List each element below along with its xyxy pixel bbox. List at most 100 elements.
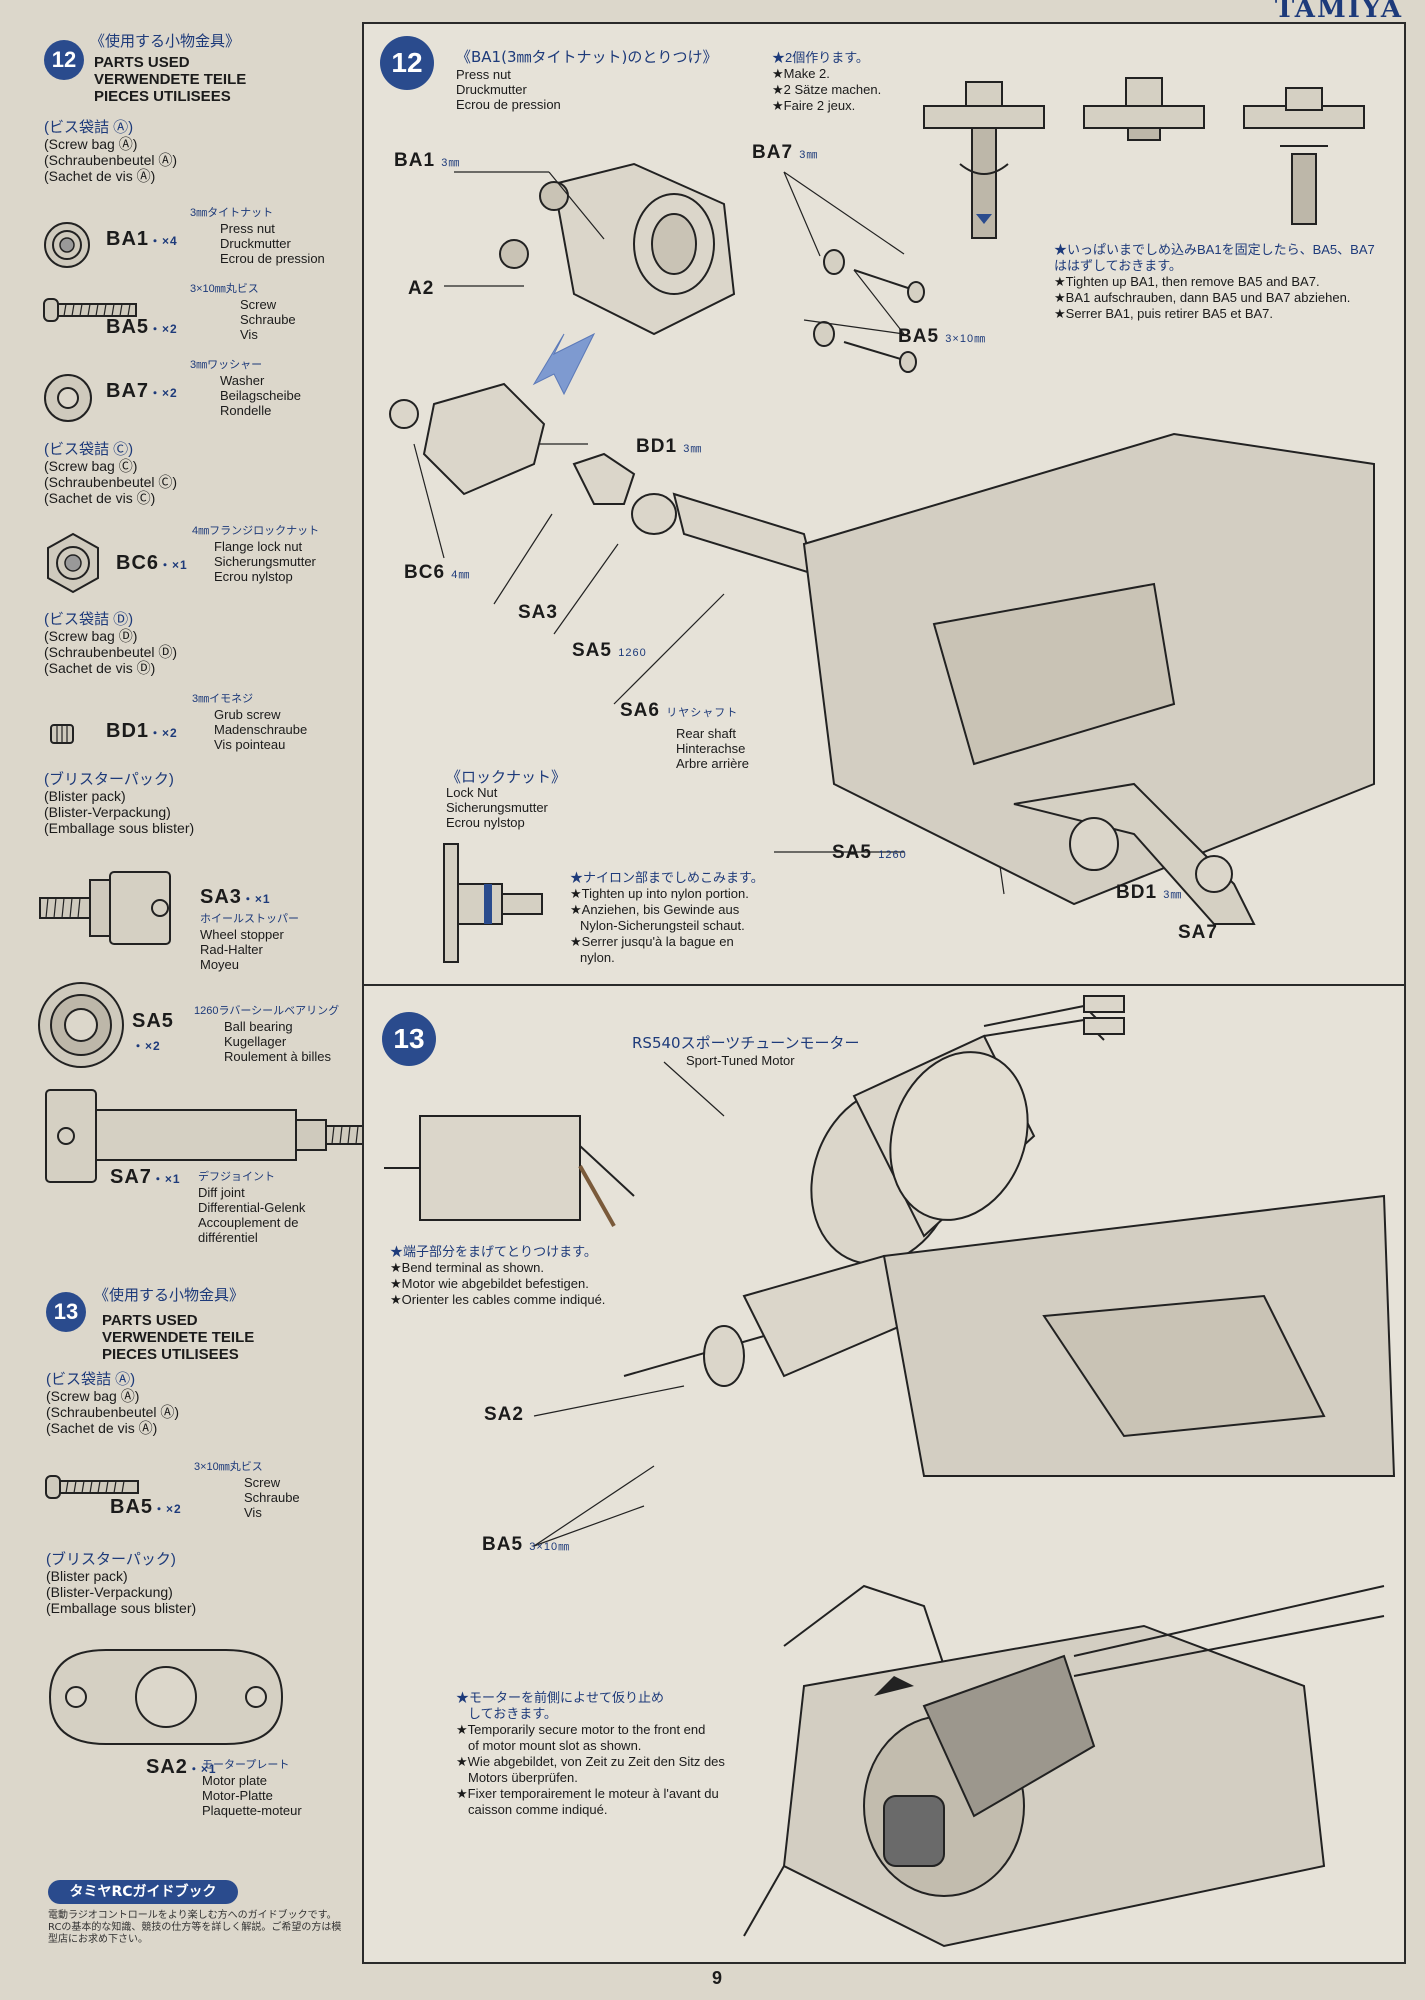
bend-fr: ★Orienter les cables comme indiqué. — [390, 1292, 606, 1307]
sa2-en: Motor plate — [202, 1773, 268, 1788]
step-13-parts-used: PARTS USED VERWENDETE TEILE PIECES UTILI… — [102, 1312, 254, 1363]
label-ba5-13-text: BA5 — [482, 1534, 524, 1555]
ba5-de: Schraube — [240, 312, 296, 327]
parts-used-en: PARTS USED — [94, 54, 190, 71]
label-a2: A2 — [408, 278, 435, 299]
bag-a-en: (Screw bag Ⓐ) — [44, 136, 138, 152]
bag-a-de: (Schraubenbeutel Ⓐ) — [44, 152, 178, 168]
blister-12-fr: (Emballage sous blister) — [44, 820, 195, 836]
leader-lines — [413, 171, 1005, 895]
bag-a13-jp: (ビス袋詰 Ⓐ) — [46, 1371, 136, 1388]
ba7-desc: 3㎜ワッシャー Washer Beilagscheibe Rondelle — [190, 358, 301, 418]
parts-column: 12 《使用する小物金具》 PARTS USED VERWENDETE TEIL… — [30, 20, 397, 1960]
label-sa7: SA7 — [1178, 922, 1218, 943]
nylon-fr1: ★Serrer jusqu'à la bague en — [570, 934, 734, 949]
bd1-de: Madenschraube — [214, 722, 308, 737]
sa2-qty: ・×1 — [187, 1762, 217, 1776]
ba5-13-fr: Vis — [244, 1505, 262, 1520]
sa3-code: SA3・×1 — [200, 886, 271, 909]
screws-washers-drawing — [813, 249, 925, 373]
label-ba5-size: 3×10㎜ — [945, 333, 987, 345]
blister-12-en: (Blister pack) — [44, 788, 126, 804]
nylon-fr2: nylon. — [580, 950, 615, 965]
label-sa2: SA2 — [484, 1404, 524, 1425]
step-12-parts-used: PARTS USED VERWENDETE TEILE PIECES UTILI… — [94, 54, 246, 105]
motor-en: Sport-Tuned Motor — [686, 1053, 795, 1068]
leader-lines-13 — [533, 1061, 725, 1547]
ba1-fr: Ecrou de pression — [220, 251, 325, 266]
nylon-en: ★Tighten up into nylon portion. — [570, 886, 749, 901]
bag-d-de: (Schraubenbeutel Ⓓ) — [44, 644, 178, 660]
ba7-en: Washer — [220, 373, 265, 388]
ba1-jp: 3㎜タイトナット — [190, 207, 274, 219]
motor-terminal-inset-drawing — [384, 1115, 635, 1227]
bend-jp: ★端子部分をまげてとりつけます。 — [390, 1244, 597, 1259]
label-ba5-13-size: 3×10㎜ — [529, 1541, 571, 1553]
panel12-title-fr: Ecrou de pression — [456, 97, 561, 112]
ba5-qty: ・×2 — [149, 322, 178, 336]
step-13-jp-title: 《使用する小物金具》 — [94, 1286, 245, 1304]
make-fr: ★Faire 2 jeux. — [772, 98, 856, 113]
sa5-de: Kugellager — [224, 1034, 287, 1049]
sa5-desc: 1260ラバーシールベアリング Ball bearing Kugellager … — [194, 1004, 339, 1064]
sa7-desc: デフジョイント Diff joint Differential-Gelenk A… — [198, 1170, 305, 1245]
sa2-code: SA2・×1 — [146, 1756, 217, 1779]
bag-c-fr: (Sachet de vis Ⓒ) — [44, 490, 156, 506]
ba5-code-text: BA5 — [106, 316, 150, 338]
bc6-fr: Ecrou nylstop — [214, 569, 293, 584]
label-sa6-text: SA6 — [620, 700, 660, 721]
parts-used-13-de: VERWENDETE TEILE — [102, 1329, 255, 1346]
label-ba7-text: BA7 — [752, 142, 794, 163]
ba5-en: Screw — [240, 297, 277, 312]
bag-d-jp: (ビス袋詰 Ⓓ) — [44, 611, 134, 628]
motor-jp: RS540スポーツチューンモーター — [632, 1034, 860, 1052]
locknut-jp: 《ロックナット》 — [446, 769, 567, 786]
ba5-code: BA5・×2 — [106, 316, 178, 339]
label-bc6-size: 4㎜ — [451, 569, 471, 581]
bag-a-fr: (Sachet de vis Ⓐ) — [44, 168, 156, 184]
step-12-title: 《BA1(3㎜タイトナット)のとりつけ》 Press nut Druckmutt… — [456, 46, 718, 112]
label-sa5-upper: SA5 1260 — [572, 640, 647, 662]
ba7-qty: ・×2 — [149, 386, 178, 400]
bd1-jp: 3㎜イモネジ — [192, 693, 254, 705]
sa7-qty: ・×1 — [151, 1172, 181, 1186]
page-number: 9 — [712, 1968, 723, 1988]
secure-motor-note: ★モーターを前側によせて仮り止め しておきます。 ★Temporarily se… — [456, 1690, 725, 1818]
make-en: ★Make 2. — [772, 66, 830, 81]
nylon-de1: ★Anziehen, bis Gewinde aus — [570, 902, 740, 917]
label-sa5-lower-size: 1260 — [878, 849, 907, 861]
tighten-fr: ★Serrer BA1, puis retirer BA5 et BA7. — [1054, 306, 1274, 321]
sa2-de: Motor-Platte — [202, 1788, 273, 1803]
panel12-title-en: Press nut — [456, 67, 511, 82]
motor-label: RS540スポーツチューンモーター Sport-Tuned Motor — [632, 1032, 860, 1068]
brand-logo: TAMIYA — [1274, 0, 1403, 24]
blister-13-de: (Blister-Verpackung) — [46, 1584, 173, 1600]
label-ba1-size: 3㎜ — [441, 157, 461, 169]
bag-a13-de: (Schraubenbeutel Ⓐ) — [46, 1404, 180, 1420]
bd1-grub-screw-icon — [50, 724, 74, 744]
step-13-panel-badge: 13 — [382, 1012, 436, 1066]
sa3-jp: ホイールストッパー — [200, 913, 299, 925]
label-ba7: BA7 3㎜ — [752, 142, 818, 164]
bag-c-de: (Schraubenbeutel Ⓒ) — [44, 474, 178, 490]
secure-fr2: caisson comme indiqué. — [468, 1802, 608, 1817]
ba1-qty: ・×4 — [149, 234, 178, 248]
bc6-jp: 4㎜フランジロックナット — [192, 525, 320, 537]
bend-de: ★Motor wie abgebildet befestigen. — [390, 1276, 589, 1291]
label-bd1-top-size: 3㎜ — [683, 443, 703, 455]
sa6-en: Rear shaft — [676, 726, 736, 741]
screw-bag-d: (ビス袋詰 Ⓓ) (Screw bag Ⓓ) (Schraubenbeutel … — [44, 611, 178, 677]
ba5-fr: Vis — [240, 327, 258, 342]
nylon-de2: Nylon-Sicherungsteil schaut. — [580, 918, 745, 933]
blister-13-fr: (Emballage sous blister) — [46, 1600, 197, 1616]
rc-guidebook-text: 電動ラジオコントロールをより楽しむ方へのガイドブックです。RCの基本的な知識、競… — [48, 1910, 342, 1945]
label-ba7-size: 3㎜ — [799, 149, 819, 161]
nylon-jp: ★ナイロン部までしめこみます。 — [570, 870, 764, 885]
sa3-wheel-stopper-icon — [39, 871, 171, 945]
label-bd1-bottom: BD1 3㎜ — [1116, 882, 1182, 904]
bd1-code-text: BD1 — [106, 720, 150, 742]
label-ba1: BA1 3㎜ — [394, 150, 460, 172]
blister-12-jp: (ブリスターパック) — [44, 771, 174, 788]
sa7-jp: デフジョイント — [198, 1171, 275, 1183]
